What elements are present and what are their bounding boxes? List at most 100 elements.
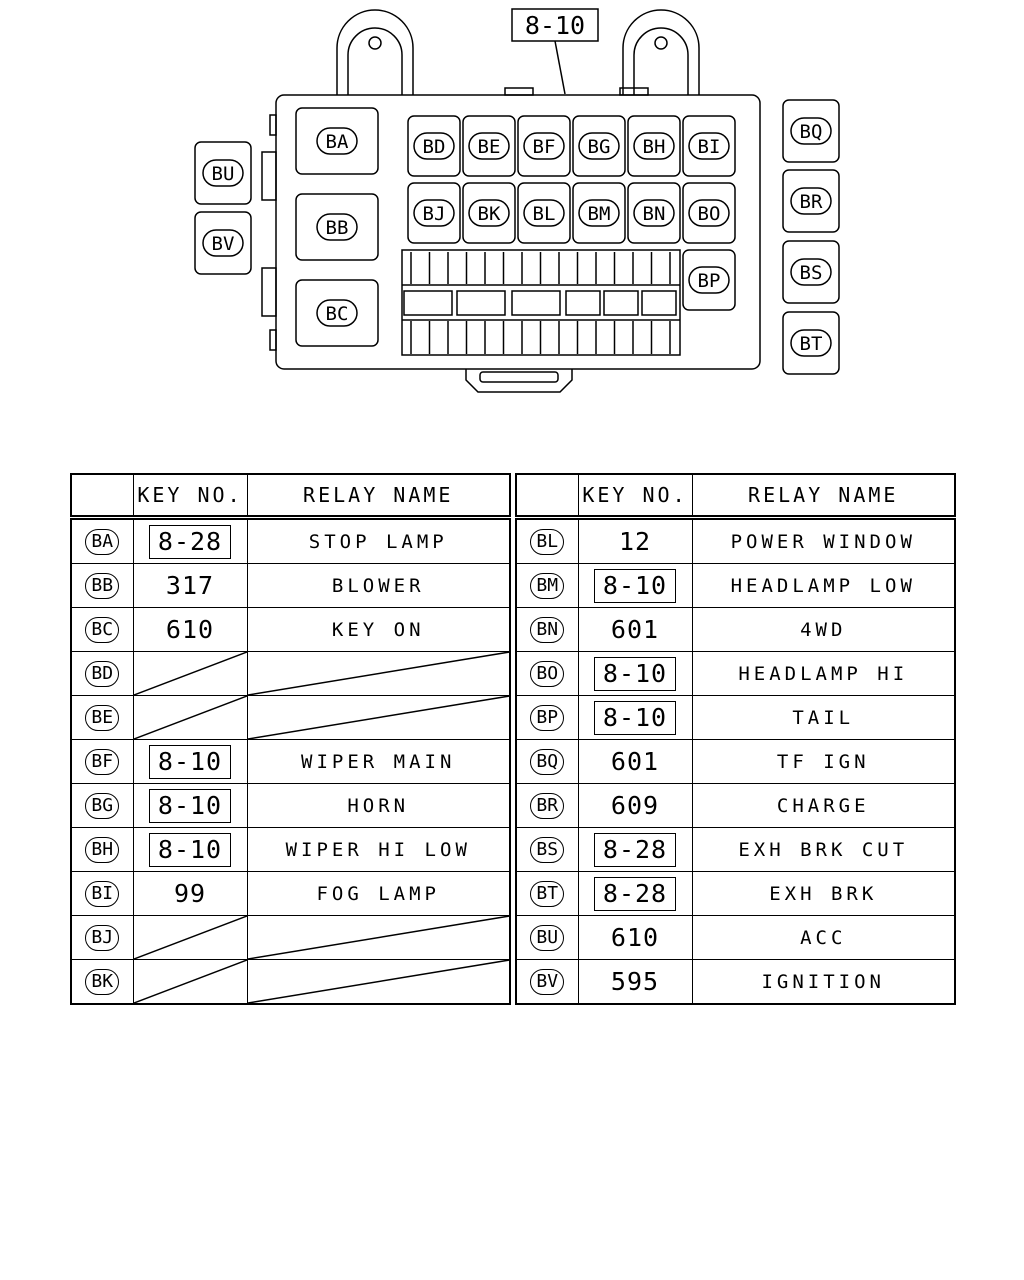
key-no-cell: 595	[577, 959, 693, 1005]
key-no-cell: 8-10	[132, 783, 248, 828]
relay-code-cell: BJ	[70, 915, 134, 960]
callout-label: 8-10	[525, 11, 585, 40]
relay-code-cell: BK	[70, 959, 134, 1005]
relay-slot-bh: BH	[627, 115, 681, 177]
relay-code-label: BA	[85, 529, 120, 555]
relay-name-value: IGNITION	[761, 970, 885, 993]
key-no-cell: 601	[577, 607, 693, 652]
relay-name-cell: TF IGN	[691, 739, 956, 784]
relay-slot-br: BR	[782, 169, 840, 233]
relay-name-value: ACC	[800, 926, 847, 949]
table-row: BM 8-10 HEADLAMP LOW	[515, 563, 956, 608]
relay-code-cell: BF	[70, 739, 134, 784]
relay-code-label: BS	[530, 837, 565, 863]
relay-code-cell: BU	[515, 915, 579, 960]
key-no-value: 8-10	[148, 832, 232, 867]
key-no-cell	[132, 915, 248, 960]
relay-name-cell: WIPER HI LOW	[246, 827, 511, 872]
relay-name-cell: CHARGE	[691, 783, 956, 828]
header-code	[515, 473, 579, 520]
relay-slot-bs: BS	[782, 240, 840, 304]
relay-slot-bj: BJ	[407, 182, 461, 244]
relay-code-label: BI	[85, 881, 120, 907]
relay-code-label: BF	[85, 749, 120, 775]
key-no-cell: 8-10	[132, 739, 248, 784]
relay-name-cell: BLOWER	[246, 563, 511, 608]
relay-slot-label: BT	[800, 333, 823, 355]
key-no-cell	[132, 651, 248, 696]
key-no-cell	[132, 695, 248, 740]
relay-code-label: BO	[530, 661, 565, 687]
key-no-value: 8-28	[593, 832, 677, 867]
relay-name-cell: STOP LAMP	[246, 517, 511, 564]
relay-slot-bv: BV	[194, 211, 252, 275]
relay-name-value: 4WD	[800, 618, 847, 641]
relay-code-cell: BL	[515, 517, 579, 564]
relay-code-cell: BS	[515, 827, 579, 872]
key-no-value: 610	[165, 615, 215, 644]
relay-name-cell	[246, 959, 511, 1005]
relay-slot-label: BG	[588, 136, 611, 158]
relay-name-cell: FOG LAMP	[246, 871, 511, 916]
relay-name-cell: EXH BRK	[691, 871, 956, 916]
relay-name-value: STOP LAMP	[308, 530, 448, 553]
key-no-value: 99	[173, 879, 207, 908]
key-no-value: 601	[610, 747, 660, 776]
table-row: BJ	[70, 915, 511, 960]
relay-name-cell: KEY ON	[246, 607, 511, 652]
relay-name-cell: IGNITION	[691, 959, 956, 1005]
relay-name-cell	[246, 915, 511, 960]
relay-slot-bm: BM	[572, 182, 626, 244]
key-no-cell: 8-10	[577, 695, 693, 740]
relay-code-label: BU	[530, 925, 565, 951]
table-row: BD	[70, 651, 511, 696]
relay-name-cell: HEADLAMP LOW	[691, 563, 956, 608]
relay-name-cell: EXH BRK CUT	[691, 827, 956, 872]
table-row: BK	[70, 959, 511, 1005]
relay-slot-bk: BK	[462, 182, 516, 244]
header-key-no: KEY NO.	[577, 473, 693, 520]
relay-name-value: HEADLAMP HI	[738, 662, 909, 685]
relay-slot-bl: BL	[517, 182, 571, 244]
empty-slash	[134, 696, 247, 739]
key-no-value: 601	[610, 615, 660, 644]
relay-slot-label: BL	[533, 203, 556, 225]
key-no-cell	[132, 959, 248, 1005]
table-row: BV 595 IGNITION	[515, 959, 956, 1005]
relay-code-label: BH	[85, 837, 120, 863]
relay-slot-label: BC	[326, 303, 349, 325]
relay-slot-label: BS	[800, 262, 823, 284]
relay-slot-label: BP	[698, 270, 721, 292]
relay-code-cell: BA	[70, 517, 134, 564]
relay-slot-label: BV	[212, 233, 235, 255]
relay-code-cell: BQ	[515, 739, 579, 784]
relay-slot-bb: BB	[295, 193, 379, 261]
relay-slot-label: BH	[643, 136, 666, 158]
key-no-cell: 317	[132, 563, 248, 608]
right-mount-tab	[622, 9, 700, 95]
relay-code-label: BV	[530, 969, 565, 995]
relay-slot-label: BA	[326, 131, 349, 153]
key-no-cell: 8-10	[577, 563, 693, 608]
relay-name-value: TF IGN	[776, 750, 870, 773]
key-no-cell: 99	[132, 871, 248, 916]
relay-code-label: BM	[530, 573, 565, 599]
relay-name-value: BLOWER	[331, 574, 425, 597]
key-no-cell: 8-10	[577, 651, 693, 696]
relay-code-label: BL	[530, 529, 565, 555]
key-no-value: 12	[618, 527, 652, 556]
key-no-cell: 609	[577, 783, 693, 828]
relay-code-cell: BB	[70, 563, 134, 608]
key-no-value: 610	[610, 923, 660, 952]
relay-slot-label: BD	[423, 136, 446, 158]
relay-name-cell: TAIL	[691, 695, 956, 740]
header-code	[70, 473, 134, 520]
key-no-value: 8-10	[593, 568, 677, 603]
relay-code-label: BP	[530, 705, 565, 731]
callout-8-10: 8-10	[511, 8, 599, 95]
table-row: BH 8-10 WIPER HI LOW	[70, 827, 511, 872]
